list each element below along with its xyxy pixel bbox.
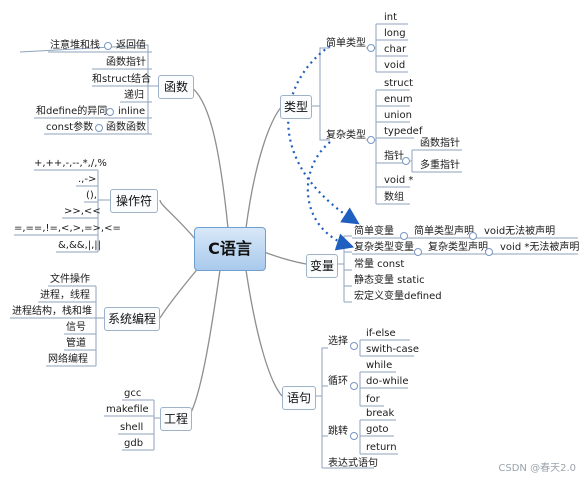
var-const: 常量 const (354, 259, 405, 270)
collapse-dot[interactable] (367, 136, 375, 144)
type-complex-item: struct (384, 78, 413, 89)
stmt-jump-item: return (366, 442, 397, 453)
var-complex-decl: 复杂类型声明 (428, 242, 488, 253)
collapse-dot[interactable] (350, 382, 358, 390)
stmt-jump: 跳转 (328, 426, 348, 437)
type-simple-item: long (384, 28, 406, 39)
branch-statements (245, 269, 283, 397)
stmt-jump-item: goto (366, 424, 389, 435)
sys-item: 文件操作 (50, 274, 90, 285)
fn-notice: 注意堆和栈 (50, 40, 100, 51)
type-complex: 复杂类型 (326, 130, 366, 141)
branch-variables (263, 251, 307, 265)
arrow-simple-type-to-simple-var (287, 45, 360, 225)
type-complex-item: typedef (384, 126, 423, 137)
branch-functions (189, 85, 229, 229)
sys-item: 信号 (66, 322, 86, 333)
stmt-expr: 表达式语句 (328, 458, 378, 469)
type-pointer: 指针 (384, 151, 404, 162)
topic-sysprog[interactable]: 系统编程 (104, 307, 160, 331)
eng-item: gdb (124, 438, 144, 449)
type-simple-item: int (384, 12, 398, 23)
collapse-dot[interactable] (400, 232, 408, 240)
central-topic[interactable]: C语言 (194, 227, 266, 271)
op-item: &,&&,|,|| (58, 240, 102, 251)
branch-operators (159, 199, 197, 241)
type-pointer-item: 多重指针 (420, 160, 460, 171)
collapse-dot[interactable] (106, 108, 114, 116)
type-simple-item: char (384, 44, 407, 55)
var-void-decl: void无法被声明 (484, 226, 556, 237)
topic-types[interactable]: 类型 (280, 95, 312, 119)
sys-item: 进程结构，栈和堆 (12, 306, 92, 317)
var-simple-decl: 简单类型声明 (414, 226, 474, 237)
collapse-dot[interactable] (469, 232, 477, 240)
collapse-dot[interactable] (414, 248, 422, 256)
topic-operators[interactable]: 操作符 (110, 189, 158, 213)
eng-item: makefile (106, 404, 149, 415)
fn-define: 和define的异同 (36, 106, 108, 117)
stmt-jump-item: break (366, 408, 395, 419)
op-item: >>,<< (64, 206, 101, 217)
collapse-dot[interactable] (95, 124, 103, 132)
fn-fnptr: 函数指针 (106, 57, 146, 68)
fn-retval: 返回值 (116, 40, 146, 51)
type-complex-item: union (384, 110, 412, 121)
eng-item: gcc (124, 388, 142, 399)
watermark: CSDN @春天2.0 (498, 463, 576, 474)
sys-item: 网络编程 (48, 354, 88, 365)
fn-inline: inline (118, 106, 146, 117)
stmt-loop-item: do-while (366, 376, 409, 387)
type-simple: 简单类型 (326, 38, 366, 49)
op-item: (), (86, 190, 97, 201)
collapse-dot[interactable] (350, 342, 358, 350)
collapse-dot[interactable] (485, 248, 493, 256)
branch-engineering (187, 269, 221, 419)
collapse-dot[interactable] (350, 432, 358, 440)
collapse-dot[interactable] (104, 42, 112, 50)
type-array: 数组 (384, 192, 404, 203)
stmt-loop-item: for (366, 394, 380, 405)
type-pointer-item: 函数指针 (420, 138, 460, 149)
fn-struct: 和struct结合 (92, 74, 151, 85)
sys-item: 进程，线程 (40, 290, 90, 301)
branch-sysprog (159, 265, 201, 319)
op-item: =,==,!=,<,>,=>,<= (14, 223, 121, 234)
op-item: .,-> (78, 174, 97, 185)
fn-const: const参数 (46, 122, 94, 133)
stmt-select-item: swith-case (366, 344, 420, 355)
sys-item: 管道 (66, 338, 86, 349)
topic-variables[interactable]: 变量 (306, 254, 338, 278)
stmt-select: 选择 (328, 336, 348, 347)
eng-item: shell (120, 422, 144, 433)
topic-functions[interactable]: 函数 (158, 75, 194, 99)
collapse-dot[interactable] (402, 157, 410, 165)
topic-statements[interactable]: 语句 (282, 386, 316, 410)
stmt-loop: 循环 (328, 376, 348, 387)
fn-fnfn: 函数函数 (106, 122, 146, 133)
var-static: 静态变量 static (354, 275, 425, 286)
type-complex-item: enum (384, 94, 413, 105)
branch-types (245, 105, 283, 229)
fn-recursion: 递归 (124, 90, 144, 101)
var-simple: 简单变量 (354, 226, 394, 237)
collapse-dot[interactable] (367, 44, 375, 52)
var-voidptr-decl: void *无法被声明 (500, 242, 580, 253)
op-item: +,++,-,--,*,/,% (34, 158, 107, 169)
stmt-select-item: if-else (366, 328, 396, 339)
type-voidptr: void * (384, 175, 414, 186)
var-macro: 宏定义变量defined (354, 291, 442, 302)
topic-engineering[interactable]: 工程 (160, 407, 192, 431)
stmt-loop-item: while (366, 360, 393, 371)
type-simple-item: void (384, 60, 406, 71)
arrow-complex-type-to-complex-var (306, 141, 355, 251)
var-complex: 复杂类型变量 (354, 242, 414, 253)
